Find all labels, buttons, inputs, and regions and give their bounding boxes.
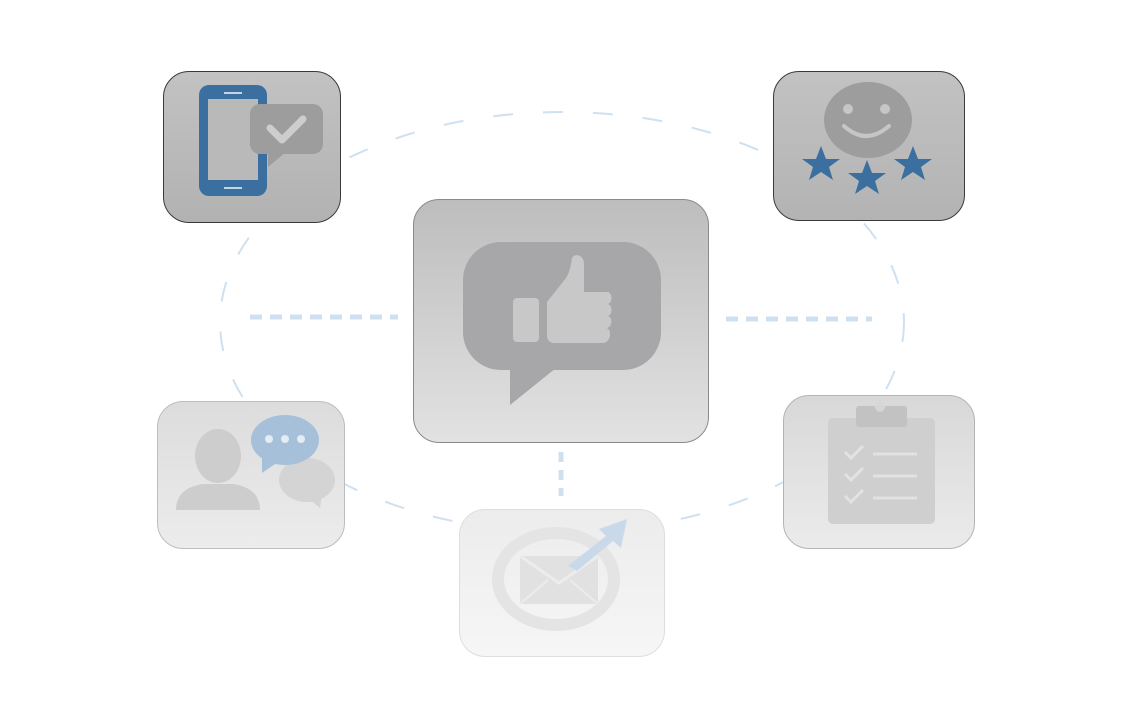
- node-bottom-right: [783, 395, 975, 549]
- thumbs-up-speech-bubble-icon: [463, 242, 661, 405]
- orbit-ring: [219, 111, 905, 533]
- smiley-three-stars-rating-icon: [802, 82, 932, 194]
- node-top-right: [773, 71, 965, 221]
- email-send-arrow-icon: [492, 519, 627, 631]
- smartphone-checkmark-message-icon: [199, 85, 323, 196]
- center-node: [413, 199, 709, 443]
- node-top-left: [163, 71, 341, 223]
- node-bottom-left: [157, 401, 345, 549]
- node-bottom-center: [459, 509, 665, 657]
- clipboard-checklist-icon: [828, 402, 935, 524]
- person-chat-bubbles-icon: [176, 415, 335, 510]
